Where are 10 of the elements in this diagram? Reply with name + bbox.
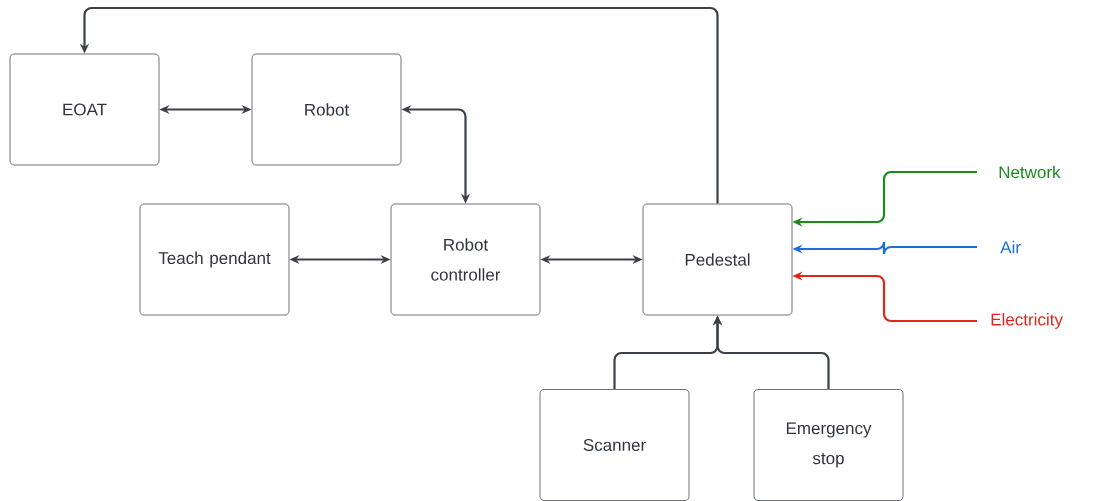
process-box: Teach pendant	[139, 203, 290, 316]
source-label: Air	[1000, 240, 1021, 254]
process-box: Robot	[251, 53, 402, 166]
process-box: Pedestal	[642, 203, 793, 316]
process-box: Robot controller	[390, 203, 541, 316]
process-box: Emergency stop	[753, 389, 904, 501]
process-box: Scanner	[539, 389, 690, 501]
process-box: EOAT	[9, 53, 160, 166]
source-label: Electricity	[991, 313, 1063, 329]
source-label: Network	[999, 165, 1061, 179]
